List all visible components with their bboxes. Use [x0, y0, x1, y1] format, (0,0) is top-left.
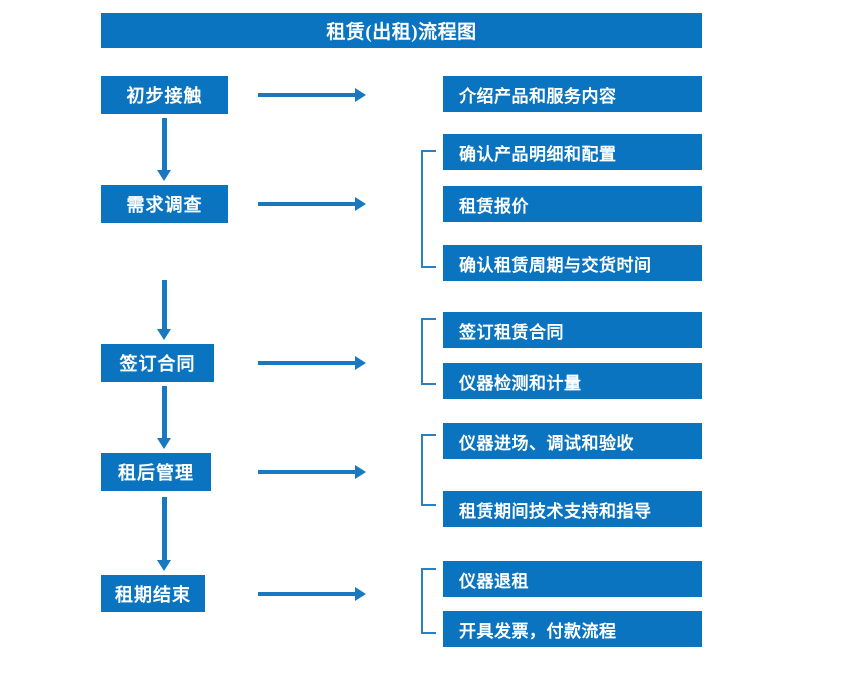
detail-box-introduce-products[interactable]: 介绍产品和服务内容	[443, 76, 702, 112]
arrow-head-icon	[157, 170, 171, 181]
stage-box-post-rent-management[interactable]: 租后管理	[101, 453, 211, 491]
detail-box-instrument-entry[interactable]: 仪器进场、调试和验收	[443, 423, 702, 459]
arrow-down-survey-to-contract	[157, 280, 171, 340]
arrow-right-to-needs-survey-details	[258, 197, 366, 211]
detail-box-sign-lease-contract[interactable]: 签订租赁合同	[443, 312, 702, 348]
stage-box-sign-contract[interactable]: 签订合同	[101, 344, 214, 382]
arrow-head-icon	[157, 560, 171, 571]
stage-box-initial-contact[interactable]: 初步接触	[101, 76, 228, 114]
group-bracket-needs-survey	[421, 150, 436, 268]
arrow-shaft	[162, 497, 167, 560]
stage-box-lease-end[interactable]: 租期结束	[101, 575, 205, 612]
arrow-down-post-rent-to-lease-end	[157, 497, 171, 571]
arrow-down-contact-to-survey	[157, 118, 171, 181]
detail-box-confirm-rental-period[interactable]: 确认租赁周期与交货时间	[443, 245, 702, 281]
flowchart-title: 租赁(出租)流程图	[101, 13, 702, 48]
arrow-head-icon	[355, 356, 366, 370]
arrow-right-to-contract-details	[258, 356, 366, 370]
group-bracket-sign-contract	[421, 318, 436, 385]
arrow-shaft	[258, 470, 355, 474]
arrow-head-icon	[355, 587, 366, 601]
arrow-right-to-introduce-products	[258, 88, 366, 102]
detail-box-instrument-return[interactable]: 仪器退租	[443, 561, 702, 597]
arrow-right-to-lease-end-details	[258, 587, 366, 601]
arrow-head-icon	[157, 438, 171, 449]
arrow-shaft	[162, 280, 167, 329]
detail-box-instrument-testing[interactable]: 仪器检测和计量	[443, 363, 702, 399]
arrow-right-to-post-rent-details	[258, 465, 366, 479]
arrow-shaft	[162, 386, 167, 438]
arrow-head-icon	[355, 88, 366, 102]
group-bracket-post-rent	[421, 434, 436, 506]
arrow-head-icon	[157, 329, 171, 340]
detail-box-rental-quote[interactable]: 租赁报价	[443, 186, 702, 222]
detail-box-confirm-product-spec[interactable]: 确认产品明细和配置	[443, 134, 702, 170]
arrow-head-icon	[355, 197, 366, 211]
detail-box-tech-support[interactable]: 租赁期间技术支持和指导	[443, 491, 702, 527]
group-bracket-lease-end	[421, 568, 436, 634]
arrow-shaft	[258, 592, 355, 596]
stage-box-needs-survey[interactable]: 需求调查	[101, 185, 228, 223]
arrow-head-icon	[355, 465, 366, 479]
arrow-shaft	[258, 202, 355, 206]
arrow-shaft	[258, 93, 355, 97]
arrow-down-contract-to-post-rent	[157, 386, 171, 449]
arrow-shaft	[162, 118, 167, 170]
arrow-shaft	[258, 361, 355, 365]
detail-box-invoice-payment[interactable]: 开具发票，付款流程	[443, 611, 702, 647]
